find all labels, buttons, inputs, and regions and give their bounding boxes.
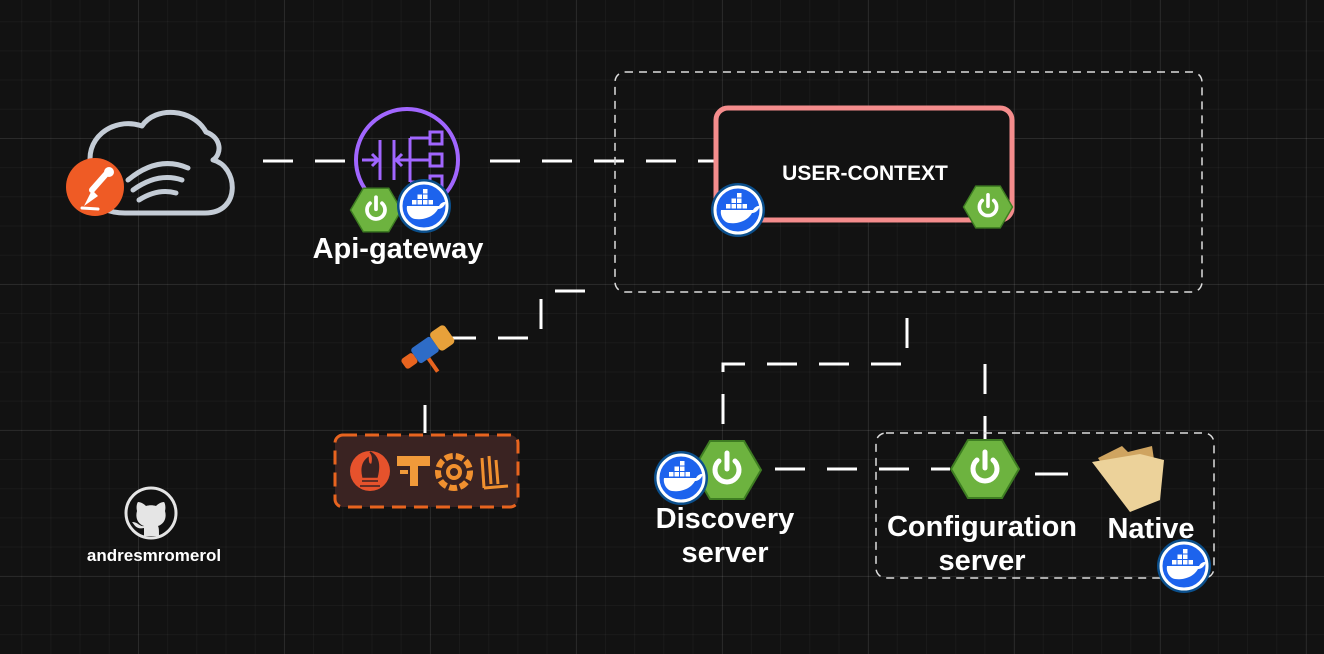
grafana-icon [435,453,473,491]
discovery-label-line2: server [681,537,768,569]
telescope-icon [401,325,455,373]
folder-icon [1092,446,1164,512]
user-context-label: USER-CONTEXT [782,162,948,185]
docker-icon [709,181,767,239]
observability-node [333,433,520,509]
github-node: andresmromerol [87,486,221,565]
user-context-node: USER-CONTEXT [709,105,1015,239]
connectors [263,159,1068,476]
user-context-group-box [614,71,1203,293]
configuration-label-line1: Configuration [887,511,1077,543]
api-gateway-node: Api-gateway [313,107,484,265]
docker-icon [652,449,710,507]
spring-boot-icon [951,440,1019,498]
native-node: Native [1092,446,1213,595]
client-node [66,110,235,216]
docker-icon [1155,537,1213,595]
spring-boot-icon [348,186,404,234]
configuration-label-line2: server [938,545,1025,577]
postman-icon [66,158,124,216]
user-context-to-tracing-connector [440,289,585,340]
docker-icon [395,177,453,235]
api-gateway-label: Api-gateway [313,233,484,265]
github-icon [124,486,178,540]
observability-box [333,433,520,509]
user-context-box [713,105,1015,223]
configuration-server-node: Configuration server [887,440,1077,577]
prometheus-icon [350,451,390,491]
discovery-label-line1: Discovery [656,503,795,535]
configuration-group-box [875,432,1215,579]
user-context-to-servers-connector [721,318,909,440]
tempo-icon [397,456,430,486]
loki-icon [480,455,509,490]
discovery-server-node: Discovery server [652,441,795,569]
github-username: andresmromerol [87,546,221,565]
